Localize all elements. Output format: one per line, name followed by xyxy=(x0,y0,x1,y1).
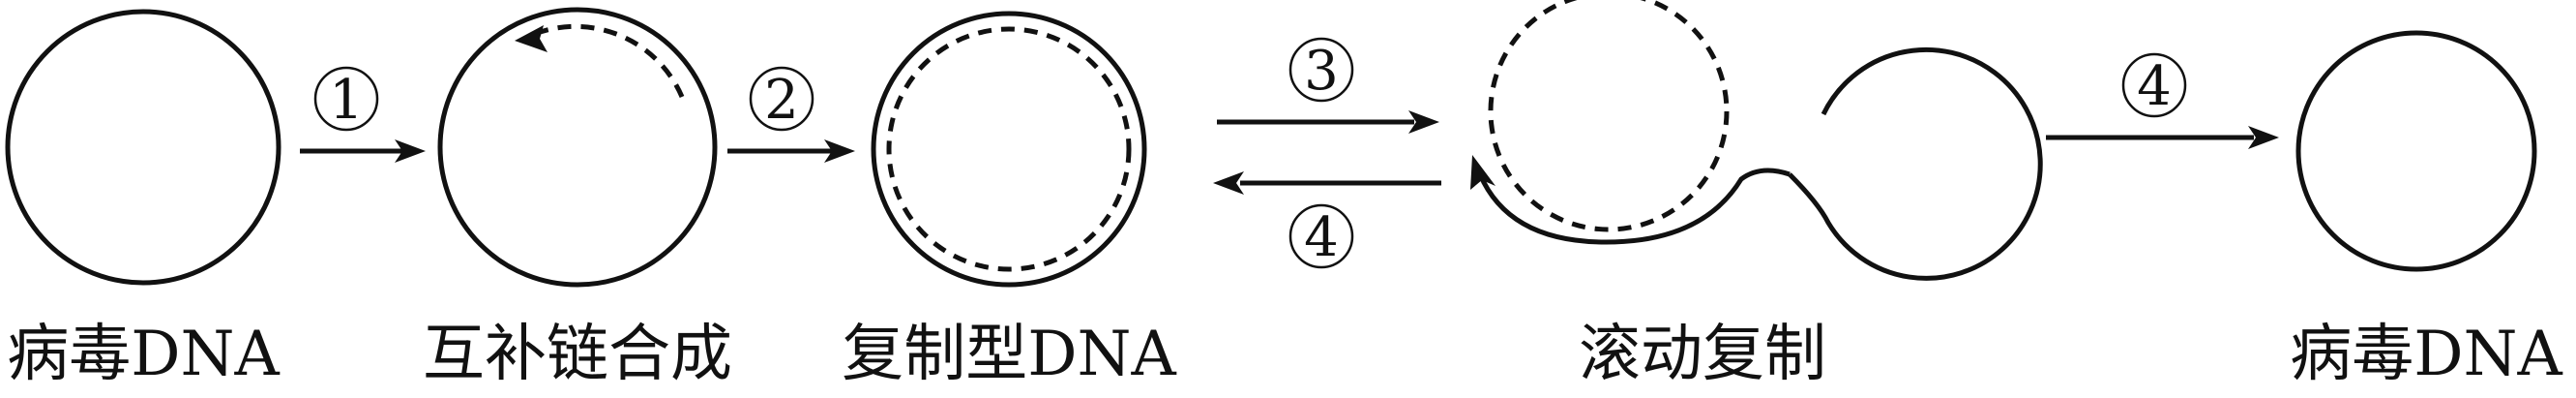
caption-complement-synthesis: 互补链合成 xyxy=(423,319,732,390)
rolling-dashed-circle xyxy=(1488,0,1730,232)
displaced-strand-curve xyxy=(1477,168,1791,245)
step-label-2: 2 xyxy=(749,66,814,132)
viral-dna-circle xyxy=(5,9,281,286)
caption-rolling-circle-replication: 滚动复制 xyxy=(1579,319,1826,390)
stage-replicative-form-dna xyxy=(871,11,1147,288)
viral-dna-product-circle xyxy=(2295,30,2537,272)
step-arrow-3: 3 xyxy=(1217,37,1439,134)
step-number-4-back: 4 xyxy=(1304,206,1339,269)
step-arrow-4-back: 4 xyxy=(1213,171,1441,269)
step-number-2: 2 xyxy=(764,69,799,132)
template-strand-circle xyxy=(437,7,718,288)
step-arrow-1: 1 xyxy=(300,66,426,163)
step-arrow-2: 2 xyxy=(727,66,855,163)
step-arrow-4: 4 xyxy=(2046,52,2279,149)
stage-rolling-circle-replication xyxy=(1470,0,2043,281)
step-number-4: 4 xyxy=(2137,55,2172,118)
new-strand-dashed-arc xyxy=(531,23,685,98)
caption-replicative-form-dna: 复制型DNA xyxy=(842,319,1176,390)
step-number-1: 1 xyxy=(329,69,364,132)
new-strand-arrowhead xyxy=(515,25,548,52)
step-number-3: 3 xyxy=(1304,40,1339,103)
template-strand-loop xyxy=(1788,46,2043,281)
stage-viral-dna xyxy=(5,9,281,286)
stage-complement-synthesis xyxy=(437,7,718,288)
stage-viral-dna-product xyxy=(2295,30,2537,272)
step-label-3: 3 xyxy=(1288,37,1354,103)
step-label-4-back: 4 xyxy=(1288,203,1354,269)
rf-inner-strand-dashed xyxy=(886,26,1132,272)
rf-outer-strand xyxy=(871,11,1147,288)
step-label-4: 4 xyxy=(2121,52,2187,118)
displaced-strand-arrowhead xyxy=(1470,155,1495,190)
caption-viral-dna: 病毒DNA xyxy=(7,319,280,390)
caption-viral-dna-product: 病毒DNA xyxy=(2290,319,2562,390)
step-label-1: 1 xyxy=(313,66,379,132)
